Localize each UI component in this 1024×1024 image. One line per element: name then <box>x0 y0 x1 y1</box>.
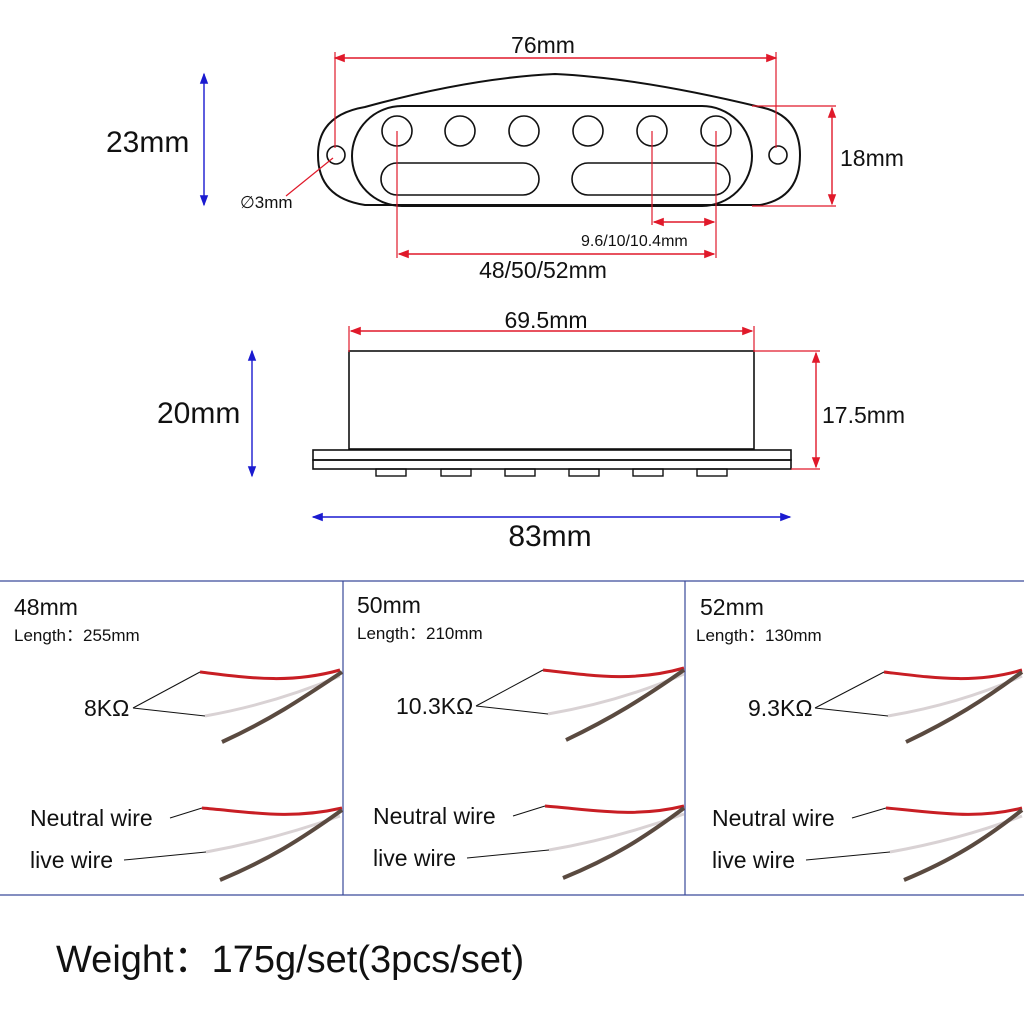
base-width-label: 83mm <box>508 520 591 553</box>
panel-length: Length：130mm <box>696 626 822 645</box>
spec-panels: 48mm Length：255mm 8KΩ Neutral wire live … <box>0 580 1024 896</box>
weight-label: Weight：175g/set(3pcs/set) <box>56 939 524 981</box>
pole-ends <box>375 468 728 477</box>
panel-length: Length：255mm <box>14 626 140 645</box>
mounting-hole-right <box>768 145 788 165</box>
side-baseplate <box>312 459 792 470</box>
panel-50mm: 50mm Length：210mm 10.3KΩ Neutral wire li… <box>357 592 686 880</box>
pole-spacing-label: 9.6/10/10.4mm <box>581 233 688 250</box>
pole-piece <box>444 115 476 147</box>
hole-diameter-label: ∅3mm <box>240 193 293 212</box>
panel-48mm: 48mm Length：255mm 8KΩ Neutral wire live … <box>14 594 344 882</box>
pole-span-label: 48/50/52mm <box>479 257 607 283</box>
panel-length: Length：210mm <box>357 624 483 643</box>
width-76-label: 76mm <box>511 32 575 58</box>
pole-pieces <box>381 115 732 147</box>
resistance-label: 8KΩ <box>84 695 129 721</box>
slot-left <box>380 162 540 196</box>
side-baseplate-top <box>312 449 792 461</box>
live-wire-label: live wire <box>712 847 795 873</box>
cover-width-label: 69.5mm <box>504 307 587 333</box>
live-wire-label: live wire <box>30 847 113 873</box>
height-18-label: 18mm <box>840 145 904 171</box>
live-wire-label: live wire <box>373 845 456 871</box>
pole-piece <box>572 115 604 147</box>
resistance-label: 9.3KΩ <box>748 695 813 721</box>
cover-outline <box>351 105 753 207</box>
top-view: 76mm 23mm 18mm ∅3mm 9.6/10/10.4mm 48/50/… <box>106 32 904 283</box>
side-view: 69.5mm 20mm 17.5mm 83mm <box>157 307 905 553</box>
panel-52mm: 52mm Length：130mm 9.3KΩ Neutral wire liv… <box>696 594 1024 882</box>
pole-piece <box>508 115 540 147</box>
cover-height-label: 17.5mm <box>822 402 905 428</box>
side-height-label: 20mm <box>157 397 240 430</box>
panel-title: 48mm <box>14 594 78 620</box>
neutral-wire-label: Neutral wire <box>30 805 153 831</box>
side-cover <box>348 350 755 450</box>
slot-right <box>571 162 731 196</box>
baseplate-outline <box>316 72 802 206</box>
neutral-wire-label: Neutral wire <box>373 803 496 829</box>
panel-title: 50mm <box>357 592 421 618</box>
neutral-wire-label: Neutral wire <box>712 805 835 831</box>
mounting-hole-left <box>326 145 346 165</box>
height-23-label: 23mm <box>106 126 189 159</box>
resistance-label: 10.3KΩ <box>396 693 473 719</box>
panel-title: 52mm <box>700 594 764 620</box>
